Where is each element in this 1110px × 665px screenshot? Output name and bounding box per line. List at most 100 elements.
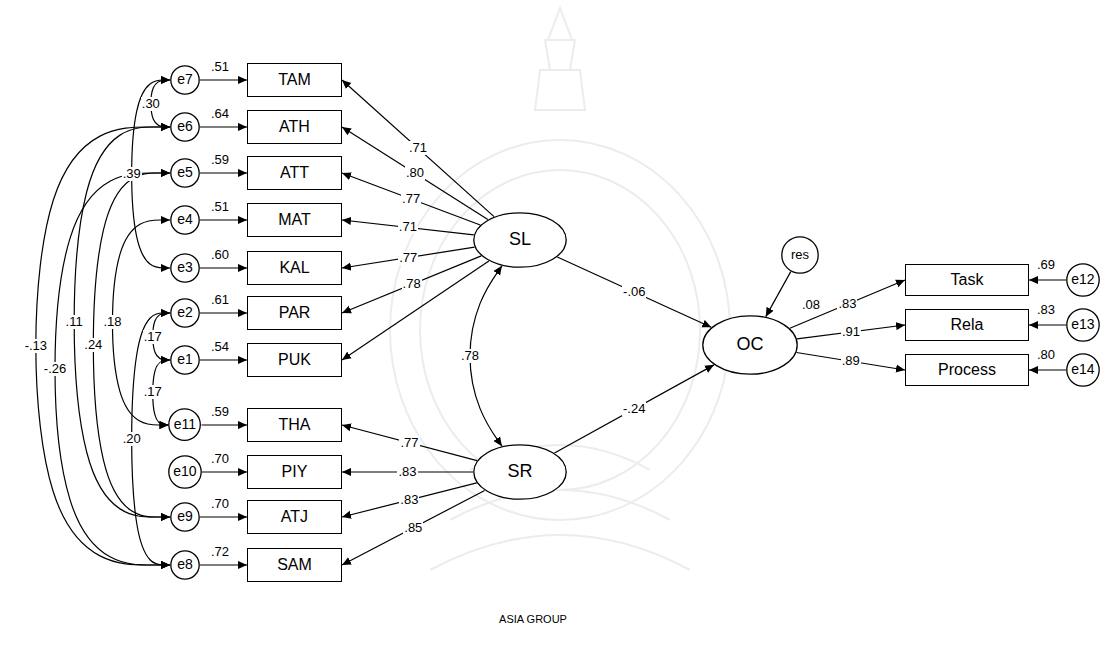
observed-variable-box: Rela <box>905 309 1029 341</box>
node-outline-shape <box>171 66 199 94</box>
variable-name: e8 <box>177 557 193 572</box>
node-outline-shape <box>171 299 199 327</box>
error-term-circle: e13 <box>1066 308 1100 342</box>
squared-multiple-correlation: .51 <box>211 60 229 74</box>
variable-name: OC <box>737 335 764 355</box>
watermark-drawing <box>390 8 730 570</box>
covariance-arrow <box>74 127 170 517</box>
error-term-circle: e10 <box>168 455 202 489</box>
variable-name: SL <box>509 230 531 250</box>
path-arrow <box>200 516 247 517</box>
variable-name: e5 <box>177 165 193 180</box>
node-outline-shape <box>171 503 199 531</box>
path-arrow <box>200 359 247 360</box>
path-coefficient: .39 <box>122 167 142 181</box>
observed-variable-box: PIY <box>247 455 342 489</box>
error-term-circle: e9 <box>170 502 200 532</box>
path-coefficient: .85 <box>403 521 423 535</box>
error-term-circle: e12 <box>1066 263 1100 297</box>
path-arrow <box>202 424 247 425</box>
node-outline-shape <box>171 346 199 374</box>
path-arrow <box>766 272 791 317</box>
squared-multiple-correlation: .80 <box>1037 348 1055 362</box>
variable-name: e2 <box>177 305 193 320</box>
path-arrow <box>342 490 485 565</box>
path-coefficient: -.13 <box>24 339 48 353</box>
path-coefficient: -.26 <box>43 362 67 376</box>
node-outline-shape <box>169 456 201 488</box>
latent-variable-ellipse: SL <box>473 212 567 268</box>
path-arrow <box>342 80 494 217</box>
path-arrow <box>202 471 247 472</box>
variable-name: e10 <box>173 464 196 479</box>
path-arrow <box>1029 324 1066 325</box>
path-arrow <box>797 325 905 339</box>
variable-name: e11 <box>174 417 196 432</box>
variable-name: TAM <box>278 71 311 89</box>
path-coefficient: .71 <box>408 141 428 155</box>
observed-variable-box: SAM <box>247 548 342 582</box>
squared-multiple-correlation: .59 <box>211 153 229 167</box>
path-arrow <box>796 352 905 370</box>
path-coefficient: .89 <box>841 354 861 368</box>
node-outline-shape <box>782 237 818 273</box>
node-outline-shape <box>171 254 199 282</box>
path-arrow <box>200 312 247 313</box>
path-coefficient: .11 <box>65 315 84 329</box>
node-outline-shape <box>474 213 566 267</box>
variable-name: e4 <box>177 212 193 227</box>
node-outline-shape <box>169 409 201 441</box>
path-arrow <box>342 425 477 461</box>
variable-name: e13 <box>1071 317 1094 332</box>
node-outline-shape <box>1067 264 1099 296</box>
path-coefficient: .80 <box>405 166 425 180</box>
path-coefficient: .20 <box>122 432 142 446</box>
squared-multiple-correlation: .51 <box>211 200 229 214</box>
observed-variable-box: TAM <box>247 63 342 97</box>
path-coefficient: .71 <box>398 220 418 234</box>
variable-name: MAT <box>278 211 311 229</box>
squared-multiple-correlation: .08 <box>802 298 820 312</box>
observed-variable-box: Process <box>905 354 1029 386</box>
observed-variable-box: PUK <box>247 343 342 377</box>
path-arrow <box>342 127 488 220</box>
observed-variable-box: ATH <box>247 110 342 144</box>
covariance-arrow <box>36 127 170 565</box>
variable-name: PAR <box>279 304 311 322</box>
error-term-circle: e1 <box>170 345 200 375</box>
squared-multiple-correlation: .83 <box>1037 303 1055 317</box>
variable-name: Rela <box>951 316 984 334</box>
error-term-circle: e4 <box>170 205 200 235</box>
path-arrow <box>200 267 247 268</box>
path-coefficient: .24 <box>83 338 103 352</box>
connector-group <box>36 80 1066 565</box>
variable-name: Process <box>938 361 996 379</box>
squared-multiple-correlation: .64 <box>211 107 229 121</box>
node-outline-shape <box>171 206 199 234</box>
path-coefficient: .77 <box>398 251 418 265</box>
node-outline-shape <box>474 445 566 499</box>
path-arrow <box>342 247 475 268</box>
latent-variable-ellipse: SR <box>473 444 567 500</box>
path-arrow <box>200 172 247 173</box>
error-term-circle: e6 <box>170 112 200 142</box>
watermark-text: ASIA GROUP <box>499 612 567 626</box>
path-arrow <box>200 219 247 220</box>
observed-variable-box: KAL <box>247 251 342 285</box>
path-coefficient: .18 <box>102 315 122 329</box>
path-arrow <box>200 564 247 565</box>
path-arrow <box>342 220 474 235</box>
watermark-scroll <box>430 445 690 570</box>
error-term-circle: e7 <box>170 65 200 95</box>
covariance-arrow <box>55 173 170 565</box>
observed-variable-box: PAR <box>247 296 342 330</box>
variable-name: res <box>791 248 809 262</box>
node-outline-shape <box>1067 309 1099 341</box>
error-term-circle: e3 <box>170 253 200 283</box>
variable-name: e7 <box>177 72 193 87</box>
variable-name: ATT <box>280 164 309 182</box>
path-coefficient: .17 <box>143 330 163 344</box>
path-arrow <box>790 280 905 328</box>
path-coefficient: .17 <box>143 385 163 399</box>
error-term-circle: e5 <box>170 158 200 188</box>
